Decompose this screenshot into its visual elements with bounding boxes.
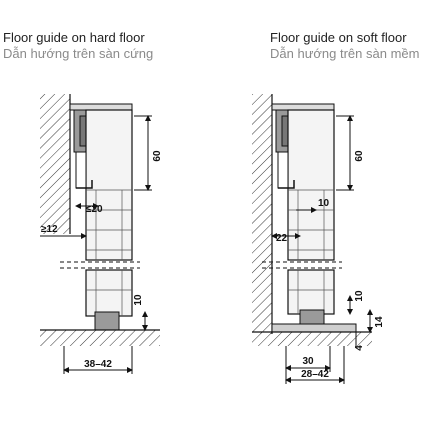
right-dim-width-outer: 28–42 <box>301 369 329 380</box>
right-door-panel <box>287 109 335 261</box>
left-diagram: 60 ≤20 ≥12 10 38–42 <box>40 94 163 374</box>
left-dim-offset: ≥12 <box>41 224 58 235</box>
left-dim-guide-height: 10 <box>133 294 144 306</box>
right-floor <box>252 332 372 346</box>
right-dim-floor: 14 <box>374 316 385 328</box>
right-diagram: 60 10 22 10 14 4 30 28–42 <box>252 94 385 384</box>
right-dim-offset: 22 <box>276 233 288 244</box>
right-floor-guide <box>299 309 325 325</box>
left-title-block: Floor guide on hard floor Dẫn hướng trên… <box>3 30 153 62</box>
right-dim-height-top: 60 <box>354 150 365 162</box>
right-title: Floor guide on soft floor <box>270 30 407 45</box>
left-dim-base-width: 38–42 <box>84 359 112 370</box>
right-dim-recess: 4 <box>354 345 365 351</box>
right-door-lower <box>287 269 335 315</box>
left-door-panel <box>85 109 133 261</box>
right-wall <box>252 94 272 334</box>
right-dim-small: 10 <box>318 198 330 209</box>
right-soft-floor <box>271 323 357 333</box>
right-track-rail <box>271 103 335 111</box>
left-door-lower <box>85 269 133 317</box>
right-dim-width-inner: 30 <box>302 356 314 367</box>
left-subtitle: Dẫn hướng trên sàn cứng <box>3 46 154 61</box>
left-dim-height-top: 60 <box>152 150 163 162</box>
right-dim-guide-height: 10 <box>354 290 365 302</box>
left-floor-guide <box>94 311 120 331</box>
left-floor <box>40 330 160 346</box>
left-wall <box>40 94 70 234</box>
left-track-rail <box>69 103 133 111</box>
left-title: Floor guide on hard floor <box>3 30 145 45</box>
left-dim-gap: ≤20 <box>86 204 103 215</box>
right-title-block: Floor guide on soft floor Dẫn hướng trên… <box>270 30 419 62</box>
right-subtitle: Dẫn hướng trên sàn mềm <box>270 46 420 61</box>
